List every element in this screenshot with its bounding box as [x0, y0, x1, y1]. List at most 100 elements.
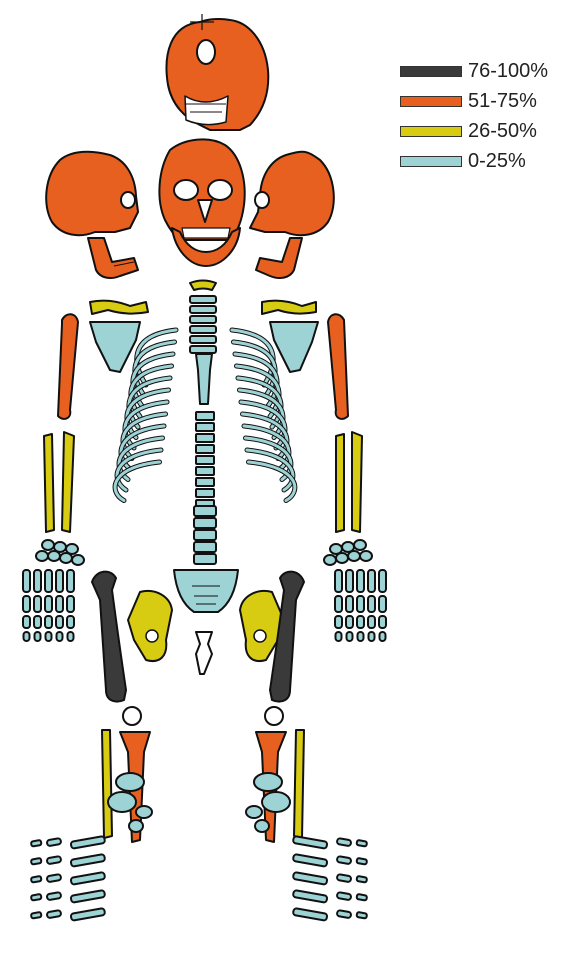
carpal-bone [360, 551, 372, 561]
tarsal-bone [136, 806, 152, 818]
metatarsal-bone [293, 872, 328, 885]
phalanx-bone [31, 876, 42, 883]
metatarsal-bone [71, 854, 106, 867]
legend-item: 26-50% [400, 116, 548, 146]
hyoid [190, 281, 216, 291]
patella-left [123, 707, 141, 725]
carpal-bone [36, 551, 48, 561]
tarsal-bone [255, 820, 269, 832]
metatarsal-bone [293, 890, 328, 903]
phalanx-bone [24, 632, 30, 641]
metatarsal-bone [293, 908, 328, 921]
phalanx-bone [346, 616, 353, 628]
carpal-bone [336, 553, 348, 563]
metatarsal-bone [293, 854, 328, 867]
phalanx-bone [368, 596, 375, 612]
talus-bone [254, 773, 282, 791]
humerus-left [58, 314, 78, 419]
calcaneus-bone [262, 792, 290, 812]
cervical-vertebra [190, 346, 216, 353]
legend-swatch [400, 66, 462, 77]
phalanx-bone [57, 632, 63, 641]
legend-label: 76-100% [468, 60, 548, 83]
phalanx-bone [31, 858, 42, 865]
thoracic-vertebra [196, 467, 214, 475]
phalanx-bone [45, 596, 52, 612]
ulna-left [62, 432, 74, 532]
coccyx [196, 632, 212, 674]
carpal-bone [60, 553, 72, 563]
thoracic-vertebra [196, 445, 214, 453]
metacarpal-bone [23, 570, 30, 592]
radius-right [336, 434, 344, 532]
cervical-vertebra [190, 316, 216, 323]
patella-right [265, 707, 283, 725]
cervical-vertebra [190, 296, 216, 303]
legend-swatch [400, 156, 462, 167]
legend-label: 26-50% [468, 120, 537, 143]
hand-left [23, 540, 84, 641]
phalanx-bone [56, 596, 63, 612]
sternum [196, 354, 212, 404]
phalanx-bone [23, 616, 30, 628]
thoracic-vertebra [196, 456, 214, 464]
legend-item: 51-75% [400, 86, 548, 116]
phalanx-bone [337, 910, 352, 918]
phalanx-bone [347, 632, 353, 641]
metatarsal-bone [71, 836, 106, 849]
metatarsal-bone [71, 872, 106, 885]
lumbar-vertebra [194, 554, 216, 564]
scapula-right [270, 322, 318, 372]
lumbar-vertebra [194, 542, 216, 552]
innominate-left [128, 591, 172, 661]
tarsal-bone [129, 820, 143, 832]
phalanx-bone [68, 632, 74, 641]
phalanx-bone [358, 632, 364, 641]
phalanx-bone [47, 892, 62, 900]
clavicle-left [90, 301, 148, 314]
skull-frontal [159, 139, 244, 266]
thoracic-vertebra [196, 489, 214, 497]
lumbar-vertebra [194, 506, 216, 516]
legend-label: 0-25% [468, 150, 526, 173]
phalanx-bone [47, 910, 62, 918]
metatarsal-bone [293, 836, 328, 849]
phalanx-bone [346, 596, 353, 612]
phalanx-bone [368, 616, 375, 628]
lumbar-vertebra [194, 530, 216, 540]
fibula-right [294, 730, 304, 838]
metacarpal-bone [357, 570, 364, 592]
thoracic-vertebra [196, 434, 214, 442]
phalanx-bone [67, 616, 74, 628]
hand-right [324, 540, 386, 641]
phalanx-bone [47, 856, 62, 864]
phalanx-bone [356, 876, 367, 883]
phalanx-bone [31, 840, 42, 847]
phalanx-bone [23, 596, 30, 612]
phalanx-bone [47, 874, 62, 882]
phalanx-bone [337, 838, 352, 846]
metacarpal-bone [67, 570, 74, 592]
phalanx-bone [335, 616, 342, 628]
legend-swatch [400, 126, 462, 137]
cervical-vertebra [190, 326, 216, 333]
carpal-bone [348, 551, 360, 561]
phalanx-bone [356, 858, 367, 865]
ulna-right [352, 432, 362, 532]
cervical-vertebra [190, 336, 216, 343]
metacarpal-bone [346, 570, 353, 592]
metacarpal-bone [34, 570, 41, 592]
phalanx-bone [357, 616, 364, 628]
tarsal-bone [246, 806, 262, 818]
phalanx-bone [35, 632, 41, 641]
cervical-vertebra [190, 306, 216, 313]
carpal-bone [42, 540, 54, 550]
talus-bone [116, 773, 144, 791]
fibula-left [102, 730, 112, 838]
carpal-bone [354, 540, 366, 550]
thoracic-vertebra [196, 478, 214, 486]
phalanx-bone [379, 596, 386, 612]
phalanx-bone [56, 616, 63, 628]
phalanx-bone [45, 616, 52, 628]
metacarpal-bone [45, 570, 52, 592]
